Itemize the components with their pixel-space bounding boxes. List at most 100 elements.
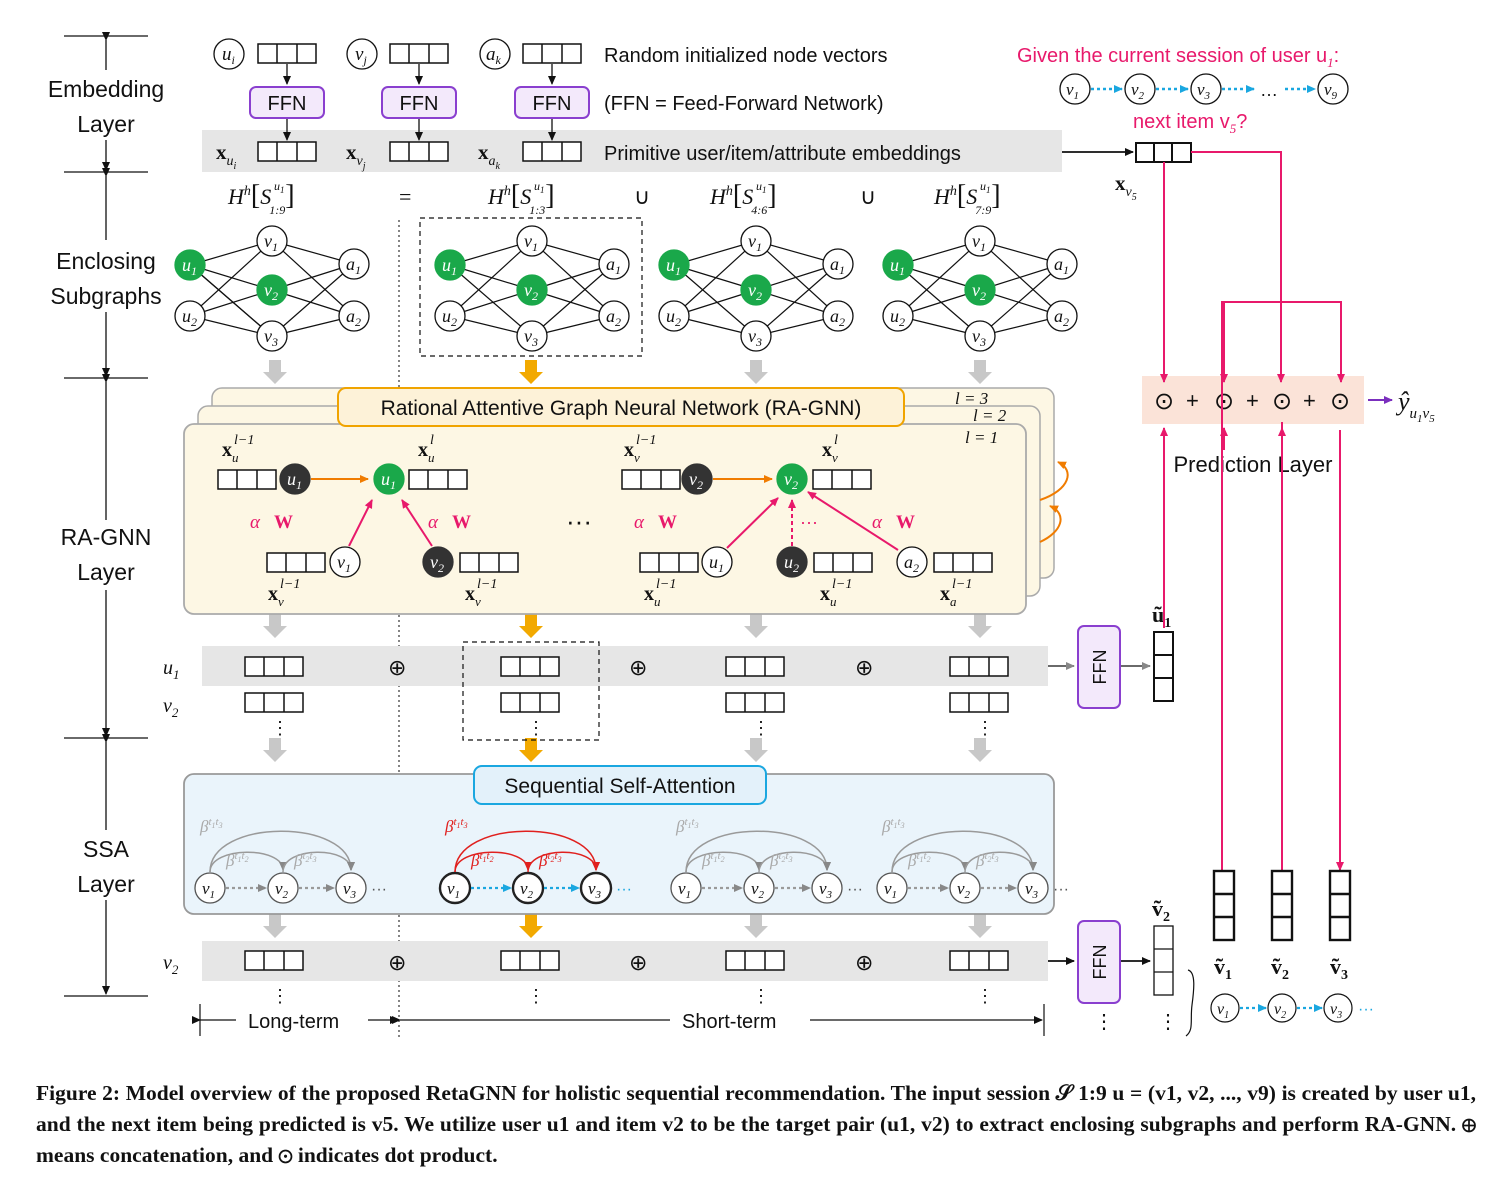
oplus-1-1: ⊕ bbox=[629, 655, 647, 680]
flow-arrow-r1-c3 bbox=[968, 614, 992, 638]
concat-row-2: ⋮⋮⋮⋮⊕⊕⊕ v2 FFN ṽ2 ⋮ ⋮ bbox=[163, 896, 1195, 1037]
flow-arrow-r0-c2 bbox=[744, 360, 768, 384]
sg2-v3-label: v3 bbox=[524, 326, 538, 349]
sg1-u2 bbox=[174, 300, 206, 332]
long-term-label: Long-term bbox=[248, 1011, 339, 1033]
ssa1-v2 bbox=[267, 872, 299, 904]
y-hat-label: ŷu1v5 bbox=[1395, 387, 1435, 425]
ffn-box-3 bbox=[514, 86, 590, 119]
sg3-v1-label: v1 bbox=[748, 231, 762, 254]
sg4-u1-label: u1 bbox=[890, 255, 905, 278]
enclosing-subgraphs: u1u2v1v2v3a1a2u1u2v1v2v3a1a2u1u2v1v2v3a1… bbox=[174, 225, 1078, 352]
rag-alpha-3: α bbox=[634, 512, 645, 533]
sg4-u1 bbox=[882, 249, 914, 281]
sg3-v1 bbox=[740, 225, 772, 257]
svg-text:βt2t3: βt2t3 bbox=[975, 850, 999, 870]
sg2-a2-label: a2 bbox=[606, 306, 621, 329]
ssa3-v1 bbox=[670, 872, 702, 904]
rag-alpha-1: α bbox=[250, 512, 261, 533]
concat2-vdots-3: ⋮ bbox=[976, 986, 994, 1006]
node-v-j bbox=[346, 38, 378, 70]
vector-x-ak bbox=[522, 141, 582, 162]
ssa3-v3 bbox=[811, 872, 843, 904]
concat-band-1 bbox=[202, 646, 1048, 686]
sg4-v3-label: v3 bbox=[972, 326, 986, 349]
concat2-v2-vec-0 bbox=[244, 950, 304, 971]
sg3-v3-label: v3 bbox=[748, 326, 762, 349]
oplus-1-0: ⊕ bbox=[388, 655, 406, 680]
highlighted-subgraph-frame bbox=[419, 217, 643, 357]
rag-x-v2-new: xv bbox=[822, 439, 838, 465]
sg3-a2 bbox=[822, 300, 854, 332]
svg-text:l−1: l−1 bbox=[952, 577, 972, 592]
flow-arrow-r2-c2 bbox=[744, 738, 768, 762]
rag-v2-tgt-label: v2 bbox=[784, 469, 798, 492]
ssa1-v3 bbox=[335, 872, 367, 904]
sg2-v2-label: v2 bbox=[524, 280, 538, 303]
term-axis: Long-term Short-term bbox=[192, 1004, 1045, 1036]
ragnn-title-box bbox=[337, 387, 905, 427]
ffn-label-2: FFN bbox=[400, 93, 439, 115]
node-a-k bbox=[479, 38, 511, 70]
rag-u1-src bbox=[279, 463, 311, 495]
rag-more: ··· bbox=[800, 512, 818, 532]
cand-v-tilde-1: ṽ1 bbox=[1214, 954, 1232, 983]
enclosing-label-2: Subgraphs bbox=[50, 283, 161, 309]
sg3-u1-label: u1 bbox=[666, 255, 681, 278]
rag-v1-label: v1 bbox=[337, 552, 351, 575]
ssa4-v1 bbox=[876, 872, 908, 904]
rag-u1-src-label: u1 bbox=[287, 469, 302, 492]
sg3-a1-label: a1 bbox=[830, 254, 845, 277]
cand-v-tilde-2: ṽ2 bbox=[1271, 954, 1289, 983]
sg1-u1 bbox=[174, 249, 206, 281]
ragnn-layer-label-2: Layer bbox=[77, 559, 135, 585]
rag-v2-dark-label: v2 bbox=[430, 552, 444, 575]
flow-arrow-r3-c1 bbox=[519, 914, 543, 938]
union-sign-1: ∪ bbox=[634, 184, 650, 209]
rag-v2-dark bbox=[422, 546, 454, 578]
vector-vj bbox=[389, 43, 449, 64]
ragnn-dots: ··· bbox=[566, 506, 592, 536]
rag-u1-tgt-label: u1 bbox=[381, 469, 396, 492]
sg1-a1 bbox=[338, 248, 370, 280]
svg-text:βt2t3: βt2t3 bbox=[538, 850, 562, 870]
concat1-vdots-0: ⋮ bbox=[271, 718, 289, 738]
flow-arrow-r3-c2 bbox=[744, 914, 768, 938]
svg-text:W: W bbox=[274, 512, 293, 533]
recursion-arrow-2 bbox=[1039, 461, 1069, 501]
flow-arrow-r0-c0 bbox=[263, 360, 287, 384]
sg4-v1-label: v1 bbox=[972, 231, 986, 254]
svg-text:βt1t3: βt1t3 bbox=[881, 816, 905, 836]
oplus-2-2: ⊕ bbox=[855, 950, 873, 975]
flow-arrow-r2-c3 bbox=[968, 738, 992, 762]
sg1-u2-label: u2 bbox=[182, 306, 197, 329]
next-item-text: next item v5? bbox=[1133, 111, 1247, 136]
svg-text:l−1: l−1 bbox=[656, 577, 676, 592]
flow-arrow-r2-c1 bbox=[519, 738, 543, 762]
concat1-u1-vec-3 bbox=[949, 656, 1009, 677]
ffn-box-2 bbox=[381, 86, 457, 119]
sg4-v2 bbox=[964, 274, 996, 306]
sg2-u1 bbox=[434, 249, 466, 281]
rag-x-u1-prev: xu bbox=[222, 439, 239, 465]
rag-v2-tgt bbox=[776, 463, 808, 495]
ssa-layer-label: SSA bbox=[83, 836, 130, 862]
ssa4-v3 bbox=[1017, 872, 1049, 904]
svg-text:l−1: l−1 bbox=[636, 433, 656, 448]
concat1-v2-vec-3 bbox=[949, 692, 1009, 713]
svg-text:···: ··· bbox=[847, 881, 863, 898]
sg2-u2 bbox=[434, 300, 466, 332]
sg2-a2 bbox=[598, 300, 630, 332]
rag-u1-nb-label: u1 bbox=[709, 552, 724, 575]
flow-arrow-r0-c1 bbox=[519, 360, 543, 384]
rag-u1-tgt bbox=[373, 463, 405, 495]
sg3-u2-label: u2 bbox=[666, 306, 681, 329]
pred-dot-2: ⊙ bbox=[1214, 388, 1234, 415]
ffn-vdots: ⋮ bbox=[1094, 1011, 1114, 1033]
vector-v3-tilde bbox=[1328, 869, 1352, 942]
